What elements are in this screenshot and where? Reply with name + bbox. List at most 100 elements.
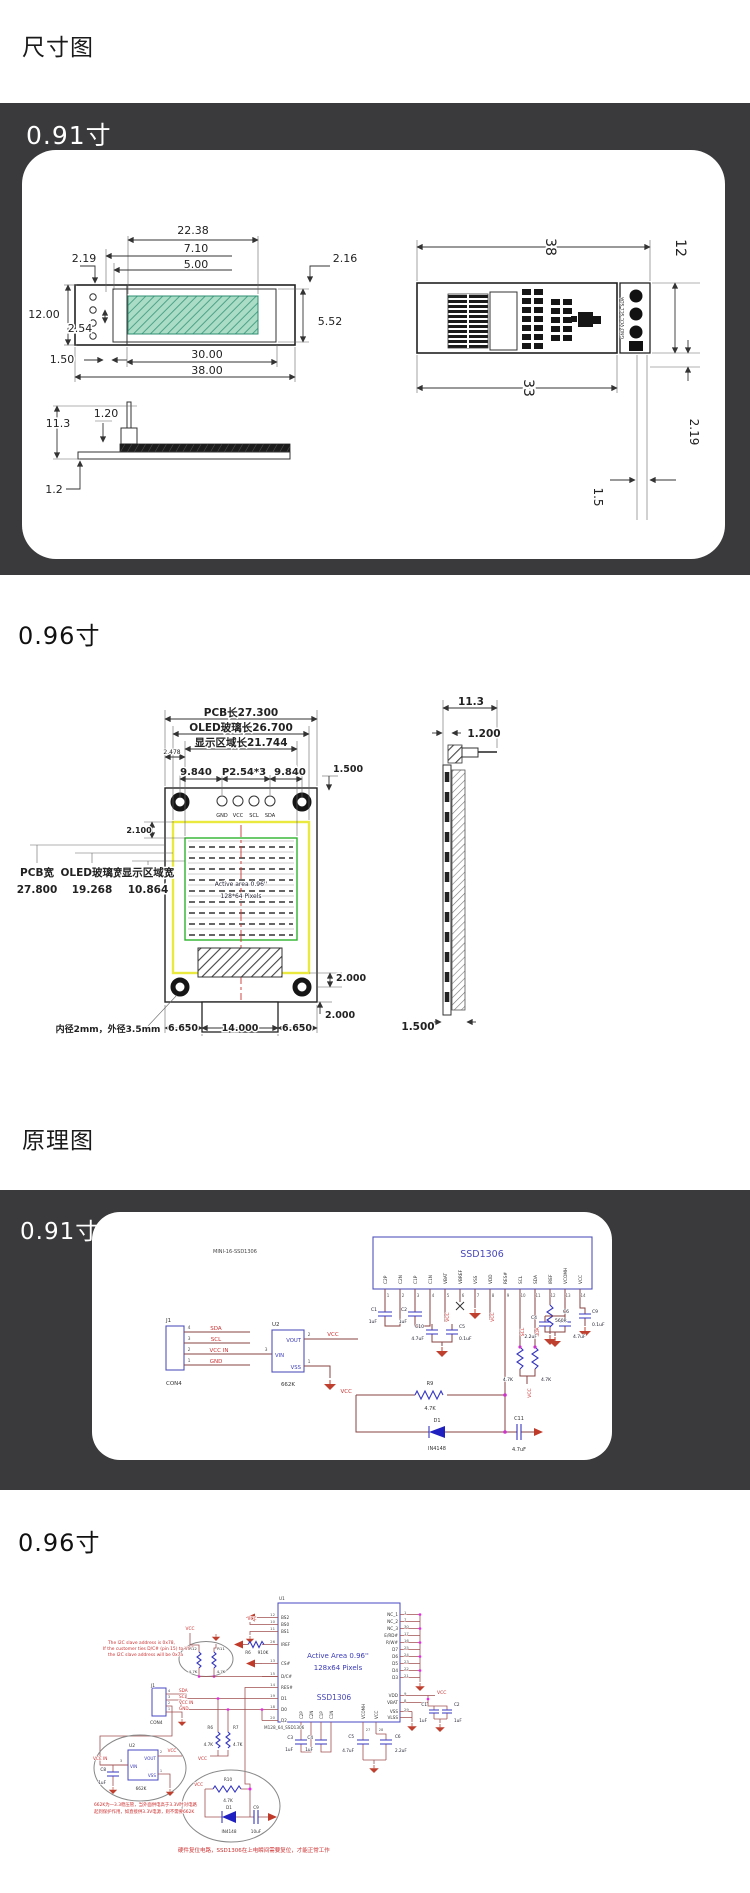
- sch-label-091: 3: [188, 1336, 191, 1342]
- sch-label-096: 1: [168, 1707, 170, 1711]
- dim-label-091: 22.38: [177, 224, 209, 237]
- sch-label-096: RES#: [281, 1685, 293, 1690]
- power-caps-096: [400, 1695, 452, 1733]
- dim-label-091: 1.5: [591, 487, 605, 506]
- power-pins-091: [444, 1301, 491, 1322]
- sch-label-096: C8: [100, 1767, 106, 1772]
- sch-label-091: MINI-16-SSD1306: [213, 1249, 257, 1255]
- dim-label-096: 9.840: [180, 767, 212, 778]
- dim-label-091: 2.19: [72, 252, 97, 265]
- sch-label-096: SSD1306: [317, 1693, 352, 1702]
- dim-label-096: PCB长27.300: [204, 706, 278, 719]
- dim-label-096: OLED玻璃长26.700: [189, 721, 293, 734]
- sch-label-096: 硬件复位电路，SSD1306在上电瞬间需要复位，才能正常工作: [178, 1846, 330, 1854]
- sch-label-091: VCC: [445, 1312, 451, 1321]
- pullup-circle-r12-r11: [178, 1633, 278, 1678]
- sch-label-091: SCL: [520, 1327, 526, 1336]
- sch-label-091: J1: [165, 1318, 171, 1324]
- section-title-096-dim: 0.96寸: [18, 622, 101, 650]
- sch-label-096: CON4: [150, 1720, 163, 1726]
- sch-label-096: 4.7K: [233, 1742, 243, 1747]
- sch-label-096: D7: [392, 1647, 398, 1652]
- sch-label-091: VCC: [341, 1389, 353, 1395]
- sch-label-091: 2: [308, 1332, 311, 1338]
- sch-label-096: VCC: [194, 1782, 203, 1787]
- sch-label-096: 26: [270, 1639, 275, 1644]
- sch-label-091: 4: [432, 1293, 435, 1298]
- sch-label-096: E/RD#: [384, 1633, 398, 1638]
- sch-label-096: VIN: [130, 1764, 137, 1769]
- sch-label-096: 30: [404, 1624, 409, 1629]
- sch-label-096: R10: [224, 1777, 233, 1782]
- sch-label-091: VCC: [578, 1275, 584, 1284]
- dim-label-096: Active area 0.96'': [215, 881, 268, 888]
- sch-label-096: SCL: [179, 1694, 188, 1699]
- dim-label-096: 1.500: [333, 764, 363, 775]
- sch-label-091: 2: [402, 1293, 405, 1298]
- sch-label-091: 0.1uF: [592, 1322, 605, 1328]
- sch-label-096: 1uF: [454, 1718, 462, 1723]
- sch-label-091: 3: [265, 1347, 268, 1353]
- sch-label-096: 13: [270, 1658, 275, 1663]
- sch-label-096: VSS: [390, 1709, 399, 1714]
- scl-sda-pullups-091: [516, 1302, 539, 1384]
- sch-label-091: 5: [447, 1293, 450, 1298]
- sch-label-096: 1uF: [285, 1747, 293, 1752]
- sch-label-096: NC_3: [387, 1626, 398, 1631]
- sch-label-091: 13: [565, 1293, 571, 1298]
- dim-label-091: 33: [520, 379, 536, 397]
- sch-label-096: 10uF: [251, 1829, 262, 1834]
- dim-label-091: 2.16: [333, 252, 358, 265]
- section-title-096-sch: 0.96寸: [18, 1529, 101, 1557]
- sch-label-091: 2.2uF: [524, 1334, 537, 1340]
- sch-label-091: SDA: [210, 1326, 222, 1332]
- sch-label-091: C5: [459, 1324, 465, 1330]
- sch-label-091: C1: [371, 1307, 377, 1313]
- dim-label-096: 1.200: [467, 728, 500, 740]
- sch-label-096: VBAT: [387, 1700, 398, 1705]
- sch-label-096: C1N: [329, 1711, 334, 1719]
- sch-label-091: VCC IN: [210, 1348, 229, 1354]
- dim-label-091: 2.54: [68, 322, 93, 335]
- sch-label-096: 24: [404, 1652, 409, 1657]
- dim-label-096: 19.268: [72, 884, 113, 896]
- sch-label-096: VCC: [198, 1756, 207, 1762]
- sch-label-091: 12: [550, 1293, 556, 1298]
- sch-label-091: VCOMH: [563, 1268, 569, 1284]
- sch-label-096: BS0: [281, 1622, 289, 1627]
- sch-label-096: VCC IN: [179, 1700, 193, 1705]
- sch-label-091: C11: [514, 1416, 524, 1422]
- sch-label-096: the I2C slave address will be 0x7a: [108, 1652, 183, 1658]
- sch-label-096: C2N: [309, 1711, 314, 1719]
- sch-label-091: VCC: [490, 1312, 496, 1321]
- sch-label-096: IREF: [281, 1642, 291, 1647]
- sch-label-096: 7: [404, 1617, 407, 1622]
- front-view-096: [30, 710, 342, 1036]
- sch-label-096: 12: [270, 1612, 275, 1617]
- sch-label-091: 4.7K: [503, 1377, 514, 1383]
- sch-label-096: D3: [392, 1675, 398, 1680]
- sch-label-091: VIN: [275, 1353, 284, 1359]
- sch-label-096: R12: [189, 1646, 197, 1651]
- sch-label-091: 1uF: [399, 1319, 408, 1325]
- sch-label-096: 16: [404, 1638, 409, 1643]
- dim-label-096: VCC: [233, 813, 244, 819]
- sch-label-091: D1: [433, 1418, 440, 1424]
- side-view-091: [53, 401, 291, 490]
- sch-label-096: 20: [270, 1715, 275, 1720]
- sch-label-091: GND: [210, 1359, 223, 1365]
- sch-label-091: SCL: [211, 1337, 222, 1343]
- sch-label-096: 21: [404, 1673, 409, 1678]
- sch-label-091: C2: [401, 1307, 407, 1313]
- dim-label-091: 5.52: [318, 315, 343, 328]
- sch-label-096: 1uF: [305, 1747, 313, 1752]
- dim-label-091: 30.00: [191, 348, 223, 361]
- dim-label-091: 1.50: [50, 353, 75, 366]
- sch-label-091: 2: [188, 1347, 191, 1353]
- reset-circle-096: [181, 1769, 281, 1843]
- sch-label-096: 17: [404, 1631, 409, 1636]
- sch-label-096: 4.7K: [189, 1669, 198, 1674]
- sch-label-096: D5: [392, 1661, 398, 1666]
